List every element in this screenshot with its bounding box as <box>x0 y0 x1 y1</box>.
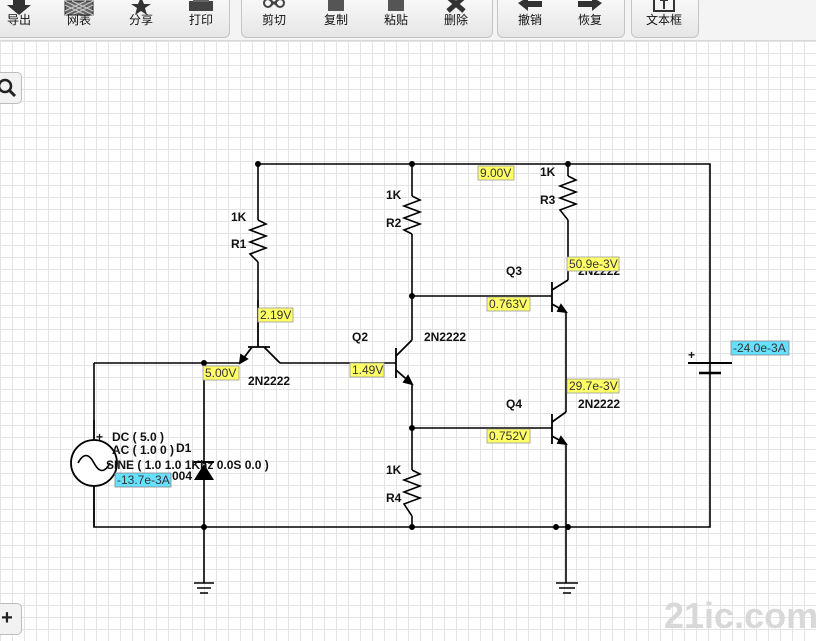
probe-v-q1-emitter-value: 2.19V <box>260 308 291 322</box>
r3-name: R3 <box>540 193 556 207</box>
printer-icon <box>189 0 213 11</box>
resistor-r3[interactable] <box>557 175 579 221</box>
q4-name: Q4 <box>506 397 522 411</box>
diode-d1[interactable] <box>194 448 214 480</box>
r2-value: 1K <box>386 188 402 202</box>
delete-x-icon <box>446 0 466 13</box>
netlist-icon <box>64 0 94 16</box>
textbox-icon <box>653 0 675 12</box>
transistor-q3[interactable] <box>551 279 569 314</box>
r4-name: R4 <box>386 491 402 505</box>
probe-q4-collector[interactable]: 29.7e-3V <box>566 378 620 394</box>
resistor-r4[interactable] <box>401 469 423 517</box>
d1-model: 004 <box>172 469 192 483</box>
probe-i-battery-value: -24.0e-3A <box>733 341 786 355</box>
magnifier-icon <box>0 78 17 98</box>
copy-button[interactable]: 复制 <box>308 0 364 33</box>
probe-v-q3-base-value: 0.763V <box>489 297 527 311</box>
share-button[interactable]: 分享 <box>113 0 169 33</box>
probe-v-top-value: 9.00V <box>480 166 511 180</box>
q1-model: 2N2222 <box>248 374 290 388</box>
transistor-q4[interactable] <box>551 411 568 446</box>
probe-v-q1-base[interactable]: 5.00V <box>202 365 240 381</box>
source-dc-param: DC ( 5.0 ) <box>112 430 164 444</box>
netlist-label: 网表 <box>66 13 91 27</box>
undo-arrow-icon <box>518 0 542 11</box>
probe-v-q4-base-value: 0.752V <box>489 429 527 443</box>
cut-button[interactable]: 剪切 <box>246 0 302 33</box>
probe-i-battery[interactable]: -24.0e-3A <box>730 340 790 356</box>
ac-voltage-source[interactable] <box>70 439 118 487</box>
ground-symbols <box>194 582 578 594</box>
toolbar-group-edit: 剪切 复制 粘贴 删除 <box>241 0 493 38</box>
probe-v-q3-base[interactable]: 0.763V <box>486 296 531 312</box>
copy-icon <box>328 0 344 11</box>
probe-v-q4-base[interactable]: 0.752V <box>486 428 531 444</box>
export-button[interactable]: 导出 <box>0 0 47 33</box>
export-icon <box>7 0 31 15</box>
junction-dots <box>201 161 571 530</box>
textbox-label: 文本框 <box>645 13 682 27</box>
undo-button[interactable]: 撤销 <box>502 0 558 33</box>
toolbar-group-file: 导出 网表 分享 打印 <box>0 0 230 38</box>
redo-arrow-icon <box>578 0 602 11</box>
copy-label: 复制 <box>323 13 348 27</box>
q3-name: Q3 <box>506 264 522 278</box>
zoom-search-button[interactable] <box>0 72 22 104</box>
scissors-icon <box>263 0 285 8</box>
q2-model: 2N2222 <box>424 330 466 344</box>
undo-label: 撤销 <box>517 13 542 27</box>
delete-button[interactable]: 删除 <box>428 0 484 33</box>
source-plus-sign: + <box>96 430 103 444</box>
print-button[interactable]: 打印 <box>173 0 229 33</box>
probe-v-q1-base-value: 5.00V <box>205 366 236 380</box>
delete-label: 删除 <box>443 13 468 27</box>
star-icon <box>131 0 151 15</box>
transistor-q2[interactable] <box>395 339 414 386</box>
probe-i-source[interactable]: -13.7e-3A <box>114 472 172 488</box>
paste-icon <box>388 0 404 11</box>
probe-v-q2-base[interactable]: 1.49V <box>349 362 385 378</box>
zoom-in-button[interactable]: + <box>0 603 22 635</box>
probe-q3-collector[interactable]: 50.9e-3V <box>566 256 620 272</box>
r2-name: R2 <box>386 216 402 230</box>
redo-button[interactable]: 恢复 <box>562 0 618 33</box>
share-label: 分享 <box>128 13 153 27</box>
watermark-logo: 21ic.com <box>664 595 816 636</box>
probe-v-q2-base-value: 1.49V <box>352 363 383 377</box>
r3-value: 1K <box>540 165 556 179</box>
paste-button[interactable]: 粘贴 <box>368 0 424 33</box>
probe-v-top[interactable]: 9.00V <box>477 165 515 181</box>
q2-name: Q2 <box>352 330 368 344</box>
source-ac-param: AC ( 1.0 0 ) <box>112 443 174 457</box>
d1-name: D1 <box>176 441 192 455</box>
toolbar-group-text: 文本框 <box>631 0 699 38</box>
toolbar: 导出 网表 分享 打印 剪切 复制 粘贴 <box>0 0 816 41</box>
redo-label: 恢复 <box>577 13 602 27</box>
r4-value: 1K <box>386 463 402 477</box>
r1-name: R1 <box>231 237 247 251</box>
battery[interactable] <box>688 362 732 375</box>
probe-q3-collector-value: 50.9e-3V <box>569 257 618 271</box>
print-label: 打印 <box>188 13 213 27</box>
q4-model: 2N2222 <box>578 397 620 411</box>
r1-value: 1K <box>231 210 247 224</box>
textbox-button[interactable]: 文本框 <box>636 0 692 33</box>
probe-i-source-value: -13.7e-3A <box>117 473 170 487</box>
wires <box>93 163 711 583</box>
toolbar-group-history: 撤销 恢复 <box>497 0 625 38</box>
source-sine-param: SINE ( 1.0 1.0 1Khz 0.0S 0.0 ) <box>106 458 269 472</box>
export-label: 导出 <box>6 13 31 27</box>
paste-label: 粘贴 <box>383 13 408 27</box>
probe-q4-collector-value: 29.7e-3V <box>569 379 618 393</box>
resistor-r2[interactable] <box>401 195 423 235</box>
battery-plus-sign: + <box>688 348 695 362</box>
probe-v-q1-emitter[interactable]: 2.19V <box>257 307 294 323</box>
netlist-button[interactable]: 网表 <box>51 0 107 33</box>
transistor-q1[interactable] <box>238 300 281 365</box>
cut-label: 剪切 <box>261 13 286 27</box>
resistor-r1[interactable] <box>247 219 269 263</box>
schematic-canvas[interactable] <box>0 41 816 641</box>
